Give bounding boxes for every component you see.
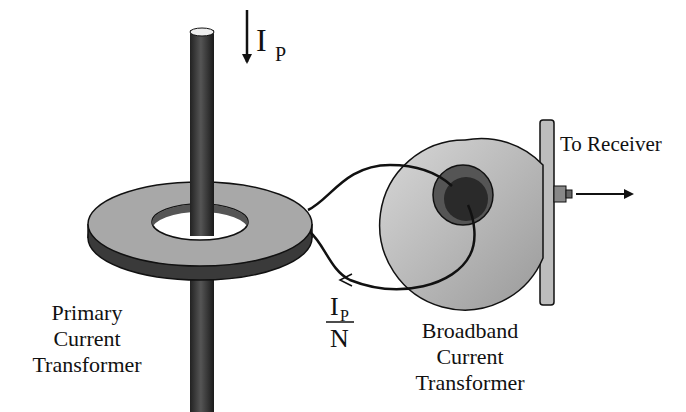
broadband-ct-hole [433, 165, 493, 225]
current-direction-arrow [340, 274, 352, 286]
current-subscript: P [275, 44, 286, 64]
current-symbol: I [256, 24, 267, 56]
turns-symbol: N [330, 326, 349, 352]
output-arrow [576, 193, 632, 195]
broadband-ct-body [380, 138, 543, 310]
output-label: To Receiver [560, 134, 662, 155]
current-arrow [246, 10, 249, 62]
conductor-rod [190, 30, 214, 236]
part-name: Broadband Current Transformer [405, 318, 535, 396]
current-subscript: P [340, 308, 349, 324]
output-connector [554, 186, 566, 202]
part-name: Primary Current Transformer [22, 300, 152, 378]
secondary-wire [308, 165, 452, 210]
secondary-wire [310, 205, 474, 289]
current-symbol: I [330, 294, 339, 320]
